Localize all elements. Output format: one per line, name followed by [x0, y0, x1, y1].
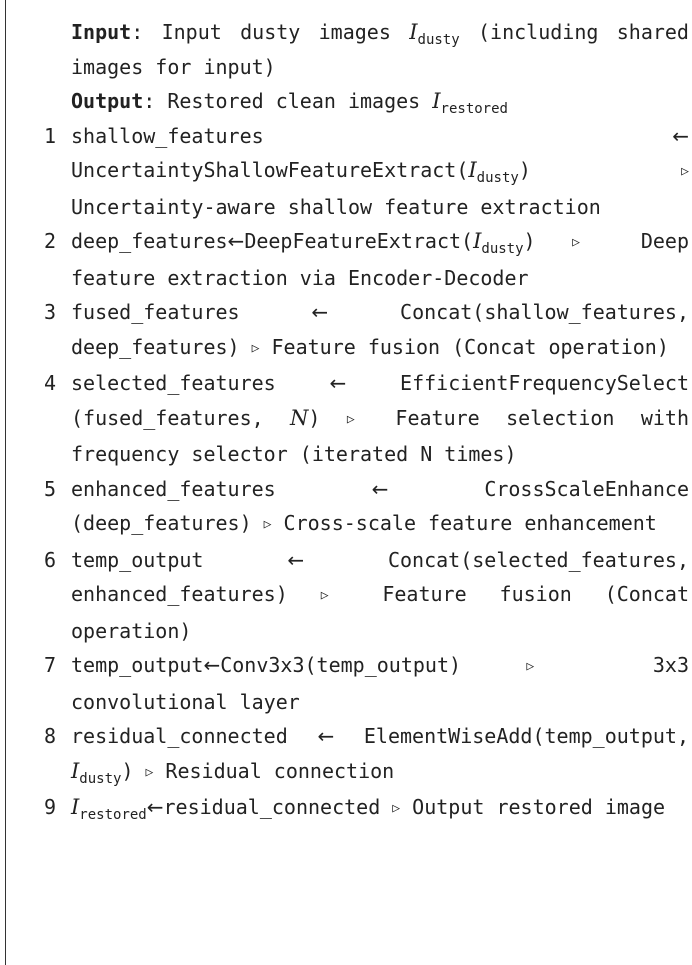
- math-i-restored: Irestored: [432, 89, 508, 117]
- step-comment: Output restored image: [412, 795, 666, 819]
- step-number: 9: [44, 795, 57, 819]
- comment-triangle-icon: ▷: [572, 235, 605, 250]
- comment-triangle-icon: ▷: [251, 340, 260, 356]
- input-line: Input: Input dusty images Idusty (includ…: [6, 15, 692, 84]
- step-6: 6 temp_output ← Concat(selected_features…: [6, 543, 692, 649]
- step-comment: Residual connection: [165, 758, 395, 783]
- step-1: 1 shallow_features ← UncertaintyShallowF…: [6, 119, 692, 225]
- step-8: 8 residual_connected ← ElementWiseAdd(te…: [6, 719, 692, 790]
- step-rhs: Concat(shallow_features, deep_features): [71, 300, 690, 359]
- math-i-dusty: Idusty: [409, 20, 460, 48]
- input-text-after: (including shared images for input): [71, 20, 689, 79]
- output-text: : Restored clean images: [143, 89, 433, 113]
- assign-arrow-icon: ←: [371, 476, 389, 501]
- assign-arrow-icon: ←: [317, 724, 335, 748]
- step-lhs: temp_output: [71, 653, 204, 677]
- step-comment: Cross-scale feature enhancement: [283, 511, 657, 535]
- step-lhs: deep_features: [71, 229, 228, 253]
- assign-arrow-icon: ←: [672, 123, 689, 148]
- step-comment: Feature fusion (Concat operation): [71, 582, 690, 643]
- step-rhs: EfficientFrequencySelect (fused_features…: [71, 371, 690, 430]
- input-text-before: : Input dusty images: [131, 20, 410, 44]
- comment-triangle-icon: ▷: [320, 588, 350, 603]
- step-number: 3: [44, 300, 57, 324]
- math-i-dusty: Idusty: [71, 758, 122, 787]
- step-lhs: selected_features: [71, 371, 276, 395]
- step-9: 9 Irestored←residual_connected ▷ Output …: [6, 790, 692, 827]
- output-label: Output: [71, 89, 144, 113]
- step-rhs: Concat(selected_features, enhanced_featu…: [71, 547, 689, 607]
- math-n: N: [290, 405, 309, 430]
- comment-triangle-icon: ▷: [145, 764, 154, 780]
- step-comment: Feature fusion (Concat operation): [271, 334, 669, 359]
- comment-triangle-icon: ▷: [526, 659, 588, 674]
- step-number: 8: [44, 724, 57, 748]
- comment-triangle-icon: ▷: [263, 517, 272, 532]
- comment-triangle-icon: ▷: [392, 801, 401, 816]
- algorithm-frame: Input: Input dusty images Idusty (includ…: [5, 0, 692, 965]
- step-7: 7 temp_output←Conv3x3(temp_output) ▷ 3x3…: [6, 648, 692, 719]
- step-lhs: enhanced_features: [71, 476, 276, 501]
- assign-arrow-icon: ←: [203, 653, 221, 677]
- assign-arrow-icon: ←: [287, 547, 305, 572]
- math-i-restored: Irestored: [71, 795, 147, 823]
- step-rhs: ElementWiseAdd(temp_output, Idusty): [71, 724, 689, 787]
- step-comment: Feature selection with frequency selecto…: [71, 405, 690, 467]
- math-i-dusty: Idusty: [473, 229, 524, 257]
- comment-triangle-icon: ▷: [346, 411, 370, 427]
- step-number: 2: [44, 229, 57, 253]
- algorithm-body: Input: Input dusty images Idusty (includ…: [6, 15, 692, 827]
- step-3: 3 fused_features ← Concat(shallow_featur…: [6, 295, 692, 366]
- input-label: Input: [71, 20, 132, 44]
- step-comment: Uncertainty-aware shallow feature extrac…: [71, 194, 601, 219]
- assign-arrow-icon: ←: [146, 795, 164, 819]
- step-lhs: residual_connected: [71, 724, 288, 748]
- step-lhs: fused_features: [71, 300, 240, 324]
- step-lhs: shallow_features: [71, 123, 264, 148]
- comment-triangle-icon: ▷: [681, 164, 689, 179]
- step-2: 2 deep_features←DeepFeatureExtract(Idust…: [6, 224, 692, 295]
- step-rhs: residual_connected: [163, 795, 381, 819]
- step-rhs: Conv3x3(temp_output): [220, 653, 462, 677]
- step-4: 4 selected_features ← EfficientFrequency…: [6, 366, 692, 472]
- output-line: Output: Restored clean images Irestored: [6, 84, 692, 119]
- assign-arrow-icon: ←: [227, 229, 245, 253]
- step-number: 4: [44, 371, 57, 395]
- step-comment: Deep feature extraction via Encoder-Deco…: [71, 229, 689, 290]
- step-number: 7: [44, 653, 57, 677]
- step-comment: 3x3 convolutional layer: [71, 653, 689, 714]
- assign-arrow-icon: ←: [329, 371, 347, 395]
- step-lhs: temp_output: [71, 547, 204, 572]
- assign-arrow-icon: ←: [311, 300, 329, 324]
- step-number: 6: [44, 547, 57, 572]
- step-number: 5: [44, 476, 57, 501]
- step-rhs: DeepFeatureExtract(Idusty): [244, 229, 536, 257]
- step-rhs: UncertaintyShallowFeatureExtract(Idusty): [71, 158, 531, 186]
- step-5: 5 enhanced_features ← CrossScaleEnhance …: [6, 472, 692, 543]
- step-rhs: CrossScaleEnhance (deep_features): [71, 476, 690, 536]
- step-number: 1: [44, 123, 57, 148]
- math-i-dusty: Idusty: [468, 158, 519, 186]
